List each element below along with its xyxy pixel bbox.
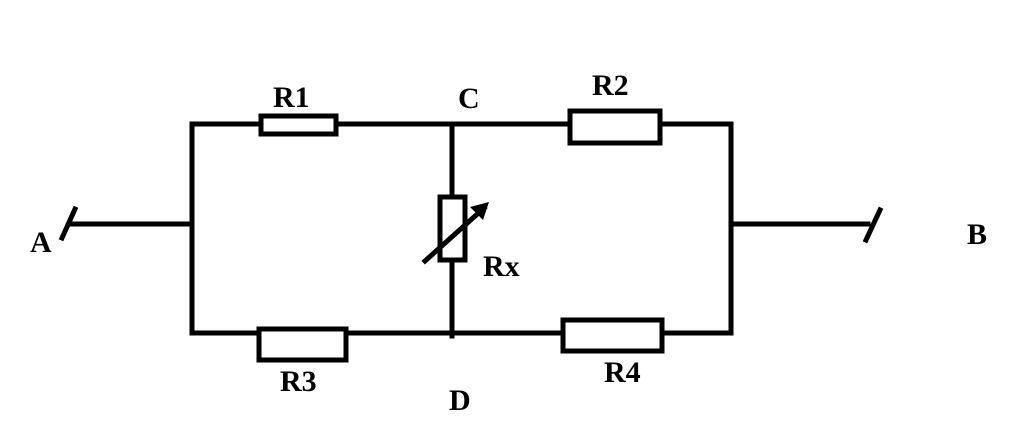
- label-resistor-r3: R3: [280, 365, 317, 398]
- label-resistor-r2: R2: [592, 69, 629, 102]
- terminal-a-tick: [58, 205, 79, 242]
- resistor-r1: [258, 113, 339, 137]
- label-node-c: C: [458, 82, 480, 115]
- resistor-r2: [567, 108, 663, 146]
- label-terminal-a: A: [30, 226, 52, 259]
- label-terminal-b: B: [967, 218, 987, 251]
- label-resistor-rx: Rx: [483, 250, 520, 283]
- variable-arrow-head: [470, 202, 489, 220]
- label-resistor-r4: R4: [604, 356, 641, 389]
- label-node-d: D: [449, 384, 471, 417]
- label-resistor-r1: R1: [273, 81, 310, 114]
- terminal-b-tick: [862, 206, 884, 244]
- resistor-r3: [256, 326, 349, 363]
- resistor-r4: [560, 317, 665, 354]
- variable-arrow-shaft: [421, 204, 488, 265]
